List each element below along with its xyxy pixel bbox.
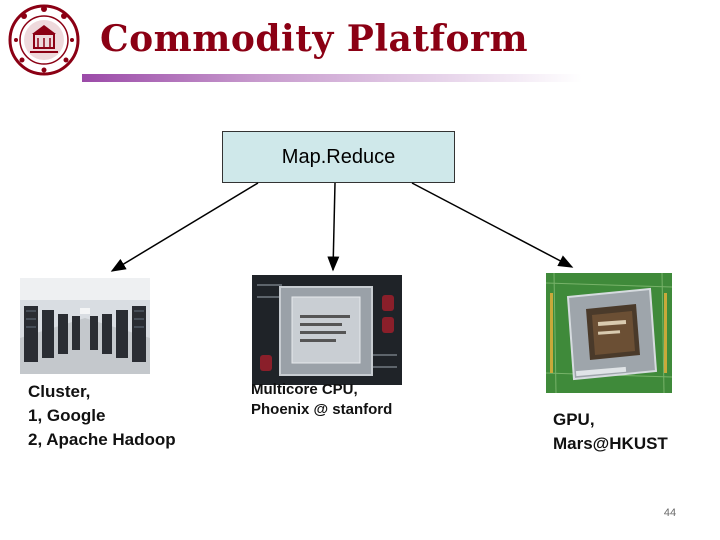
multicore-label: Multicore CPU, Phoenix @ stanford xyxy=(251,380,392,420)
cluster-datacenter-image xyxy=(20,278,150,374)
title-underline-bar xyxy=(82,74,582,82)
cluster-label-line: 1, Google xyxy=(28,406,106,425)
gpu-label-line: GPU, xyxy=(553,410,595,429)
slide-title: Commodity Platform xyxy=(100,18,529,60)
cluster-label-line: Cluster, xyxy=(28,382,91,401)
university-seal-logo xyxy=(8,4,80,76)
multicore-label-line: Phoenix @ stanford xyxy=(251,401,393,418)
gpu-chip-image xyxy=(546,273,672,393)
arrow-to-gpu xyxy=(411,182,574,268)
gpu-label-line: Mars@HKUST xyxy=(553,434,668,453)
multicore-cpu-image xyxy=(252,275,402,385)
arrow-to-cluster xyxy=(110,182,259,272)
gpu-label: GPU, Mars@HKUST xyxy=(553,408,668,456)
mapreduce-root-box: Map.Reduce xyxy=(222,131,455,183)
multicore-label-line: Multicore CPU, xyxy=(251,381,358,398)
mapreduce-root-label: Map.Reduce xyxy=(281,145,396,168)
cluster-label: Cluster, 1, Google 2, Apache Hadoop xyxy=(28,380,176,452)
page-number: 44 xyxy=(663,507,677,519)
arrow-to-multicore xyxy=(327,182,340,272)
cluster-label-line: 2, Apache Hadoop xyxy=(28,430,176,449)
